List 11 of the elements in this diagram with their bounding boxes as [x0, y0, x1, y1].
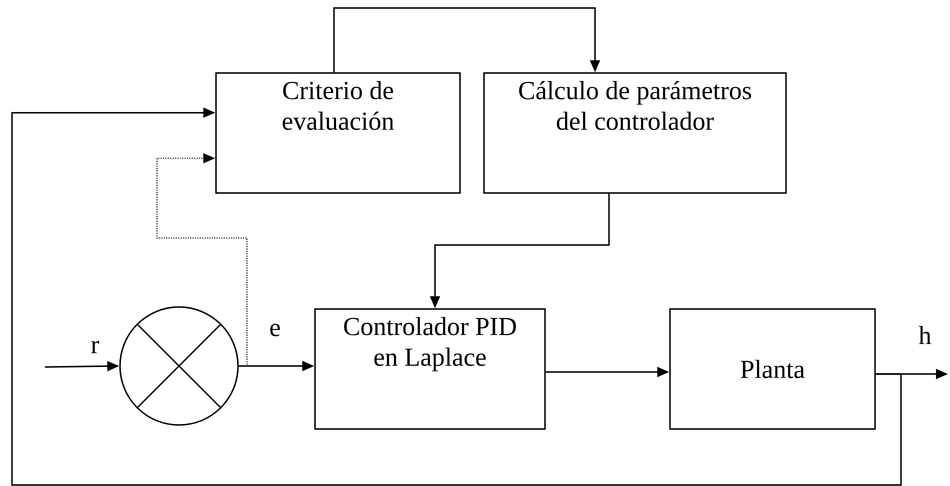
- arrow: [333, 7, 600, 72]
- summing-junction: [119, 306, 239, 426]
- block-box: Controlador PID en Laplace: [314, 308, 546, 430]
- edge-label: r: [89, 340, 101, 354]
- block-box: Planta: [669, 308, 876, 430]
- block-box: Criterio de evaluación: [215, 72, 461, 194]
- edge-label: e: [268, 322, 282, 338]
- arrow: [156, 153, 248, 367]
- edge-label: h: [917, 324, 933, 346]
- block-box: Cálculo de parámetros del controlador: [483, 72, 787, 194]
- arrow: [11, 108, 902, 486]
